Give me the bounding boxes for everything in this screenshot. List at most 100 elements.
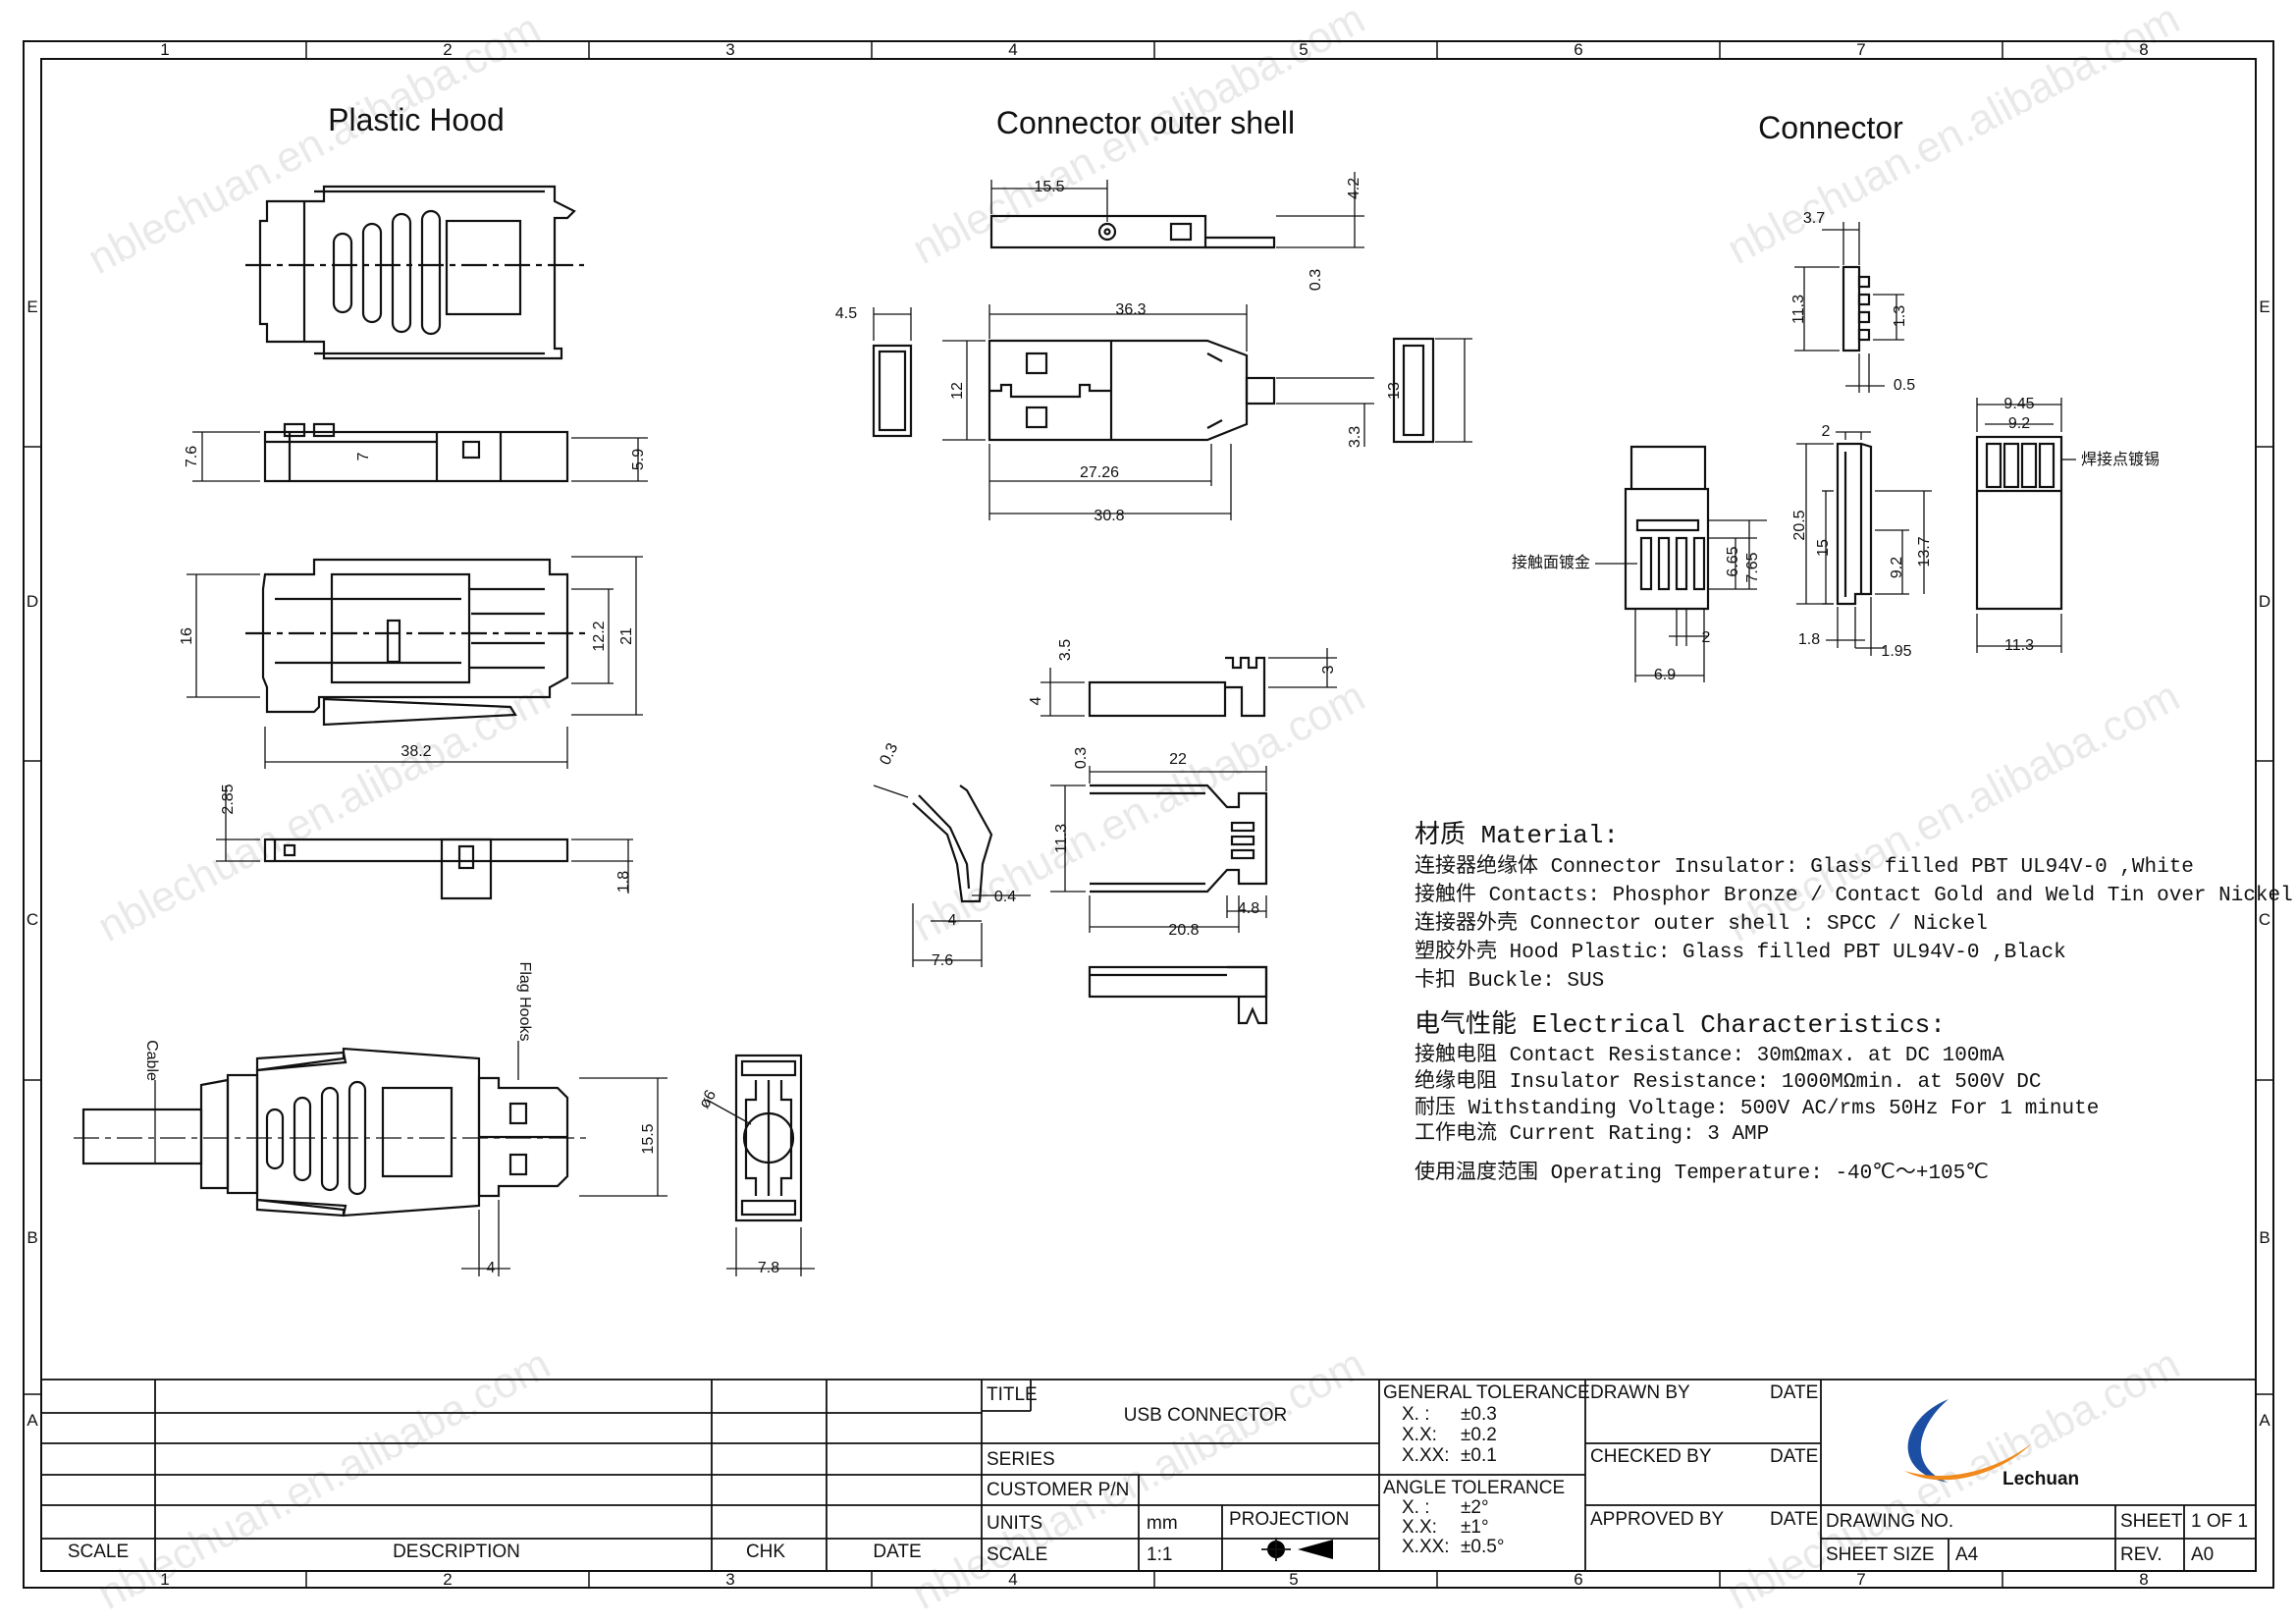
zone-row-a-right: A <box>2259 1411 2270 1430</box>
zone-row-e-right: E <box>2259 298 2269 316</box>
dim-conn2-20-5: 20.5 <box>1791 510 1808 540</box>
checked-date-label: DATE <box>1770 1446 1818 1467</box>
sheet-size-label: SHEET SIZE <box>1826 1544 1935 1565</box>
zone-col-4: 4 <box>1008 40 1017 59</box>
material-line: 卡扣 Buckle: SUS <box>1415 968 1604 993</box>
dim-hood-7-6: 7.6 <box>184 446 200 467</box>
watermarks: nblechuan.en.alibaba.com nblechuan.en.al… <box>80 0 2188 1619</box>
callout-solder-tin: 焊接点镀锡 <box>2081 451 2160 468</box>
hood-side-dims: 7.6 7 5.9 <box>184 431 648 482</box>
dim-shell-4-8: 4.8 <box>1238 900 1259 917</box>
dim-hood-5-9: 5.9 <box>630 449 647 470</box>
dim-shell-12: 12 <box>949 382 966 400</box>
checked-by-label: CHECKED BY <box>1590 1446 1712 1467</box>
zone-col-2: 2 <box>443 40 452 59</box>
rev-col-date: DATE <box>873 1542 921 1562</box>
material-spec: 材质 Material: 连接器绝缘体 Connector Insulator:… <box>1415 820 2293 993</box>
dim-conn2-2: 2 <box>1822 423 1831 440</box>
hood-edge-dims: 2.85 1.8 <box>216 784 633 893</box>
connector-front-view <box>1624 445 1710 611</box>
drawing-no-label: DRAWING NO. <box>1826 1511 1953 1532</box>
title-connector: Connector <box>1758 110 1903 145</box>
title-outer-shell: Connector outer shell <box>996 105 1295 140</box>
shell-flat-view <box>1090 784 1268 893</box>
electrical-line: 耐压 Withstanding Voltage: 500V AC/rms 50H… <box>1415 1096 2099 1120</box>
sheet-value: 1 OF 1 <box>2191 1511 2248 1532</box>
units-value: mm <box>1147 1513 1178 1534</box>
zone-row-e: E <box>27 298 37 316</box>
dim-shell-20-8: 20.8 <box>1168 922 1199 939</box>
electrical-heading: 电气性能 Electrical Characteristics: <box>1415 1009 1946 1040</box>
dim-hood-2-85: 2.85 <box>220 784 237 814</box>
at-key: X. : <box>1402 1497 1430 1518</box>
zone-row-d-right: D <box>2259 592 2270 611</box>
dim-hood-1-8: 1.8 <box>615 871 632 893</box>
connector-back-dims: 9.45 9.2 11.3 焊接点镀锡 <box>1976 396 2160 654</box>
dim-shell-15-5: 15.5 <box>1034 179 1064 195</box>
title-label: TITLE <box>987 1384 1038 1405</box>
zone-row-b: B <box>27 1228 37 1247</box>
approved-by-label: APPROVED BY <box>1590 1509 1725 1530</box>
dim-shell-13: 13 <box>1386 382 1403 400</box>
watermark: nblechuan.en.alibaba.com <box>1720 672 2188 950</box>
customer-pn-label: CUSTOMER P/N <box>987 1480 1129 1500</box>
dim-buckle-0-4: 0.4 <box>994 889 1016 905</box>
material-line: 塑胶外壳 Hood Plastic: Glass filled PBT UL94… <box>1415 940 2066 964</box>
material-line: 连接器外壳 Connector outer shell : SPCC / Nic… <box>1415 911 1988 936</box>
hood-edge-view <box>263 838 569 900</box>
dim-shell-3: 3 <box>1320 665 1337 674</box>
hood-top-view <box>245 185 584 360</box>
drawn-date-label: DATE <box>1770 1382 1818 1403</box>
zone-col-7-bottom: 7 <box>1856 1570 1865 1589</box>
zone-col-5-bottom: 5 <box>1289 1570 1298 1589</box>
dim-conn2-13-7: 13.7 <box>1916 536 1933 567</box>
dim-shell-0-3b: 0.3 <box>1073 747 1090 769</box>
shell-main-dims: 4.5 36.3 12 13 3.3 27.26 30.8 <box>835 301 1472 524</box>
zone-row-d: D <box>27 592 38 611</box>
dim-shell-3-3: 3.3 <box>1347 426 1363 448</box>
callout-flag-hooks: Flag Hooks <box>516 962 533 1042</box>
electrical-line: 工作电流 Current Rating: 3 AMP <box>1415 1121 1769 1146</box>
at-value: ±1° <box>1461 1517 1489 1538</box>
company-logo: Lechuan <box>1904 1399 2079 1489</box>
dim-assembly-4: 4 <box>487 1260 496 1276</box>
dim-shell-30-8: 30.8 <box>1094 508 1124 524</box>
gt-value: ±0.3 <box>1461 1404 1497 1425</box>
dim-conn2-1-8: 1.8 <box>1798 631 1820 648</box>
at-value: ±2° <box>1461 1497 1489 1518</box>
dim-buckle-7-6: 7.6 <box>932 952 953 969</box>
callout-cable: Cable <box>143 1040 160 1081</box>
dim-assembly-7-8: 7.8 <box>758 1260 779 1276</box>
temperature-line: 使用温度范围 Operating Temperature: -40℃～+105℃ <box>1415 1161 1989 1185</box>
at-value: ±0.5° <box>1461 1537 1504 1557</box>
angle-tolerance-label: ANGLE TOLERANCE <box>1383 1478 1565 1498</box>
dim-conn-6-65: 6.65 <box>1725 546 1741 576</box>
zone-col-6-bottom: 6 <box>1574 1570 1582 1589</box>
zone-col-1-bottom: 1 <box>160 1570 169 1589</box>
rev-col-description: DESCRIPTION <box>393 1542 520 1562</box>
hood-bottom-view <box>245 558 589 727</box>
dim-conn-2: 2 <box>1702 629 1711 646</box>
connector-side-view <box>1842 265 1871 352</box>
title-block: SCALE DESCRIPTION CHK DATE TITLE USB CON… <box>40 1379 2257 1572</box>
zone-row-c: C <box>27 910 38 929</box>
logo-text: Lechuan <box>2002 1469 2079 1489</box>
projection-label: PROJECTION <box>1229 1509 1349 1530</box>
connector-side-dims: 3.7 11.3 1.3 0.5 <box>1790 210 1915 394</box>
electrical-line: 接触电阻 Contact Resistance: 30mΩmax. at DC … <box>1415 1043 2004 1067</box>
gt-key: X. : <box>1402 1404 1430 1425</box>
dim-conn3-9-45: 9.45 <box>2003 396 2034 412</box>
dim-buckle-4: 4 <box>948 912 957 929</box>
zone-col-8: 8 <box>2139 40 2148 59</box>
dim-conn-3-7: 3.7 <box>1803 210 1825 227</box>
dim-shell-11-3: 11.3 <box>1053 824 1070 853</box>
shell-side-view <box>1088 656 1266 718</box>
gt-key: X.XX: <box>1402 1445 1450 1466</box>
dim-conn-11-3: 11.3 <box>1790 295 1807 324</box>
connector-front-dims: 6.65 7.65 2 6.9 接触面镀金 <box>1512 519 1767 683</box>
dim-conn3-11-3: 11.3 <box>2004 637 2034 654</box>
zone-row-a: A <box>27 1411 38 1430</box>
general-tolerance-label: GENERAL TOLERANCE <box>1383 1382 1590 1403</box>
dim-hood-21: 21 <box>618 627 635 645</box>
